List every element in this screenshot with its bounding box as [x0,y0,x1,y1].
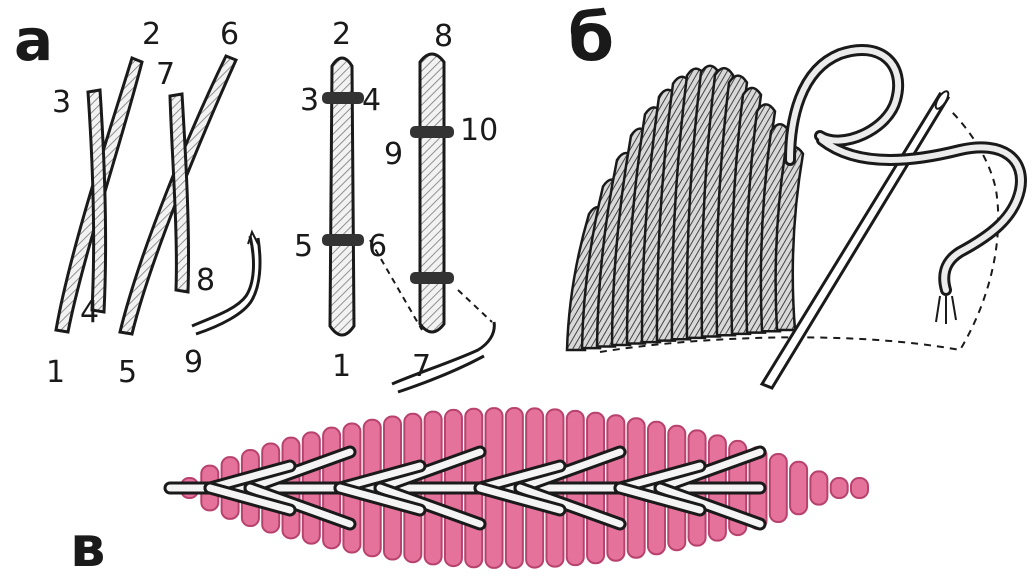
couching-3-4 [322,92,364,104]
num-7: 7 [412,349,431,384]
thread-tail-7 [392,322,494,392]
num-6: 6 [220,17,239,52]
num-5: 5 [118,355,137,390]
diagram-a-couched-stitches [322,54,494,392]
couching-lower [410,272,454,284]
diagram-b-satin-fill [567,50,1021,388]
num-4: 4 [80,295,99,330]
diagram-a-crossed-stitches [56,56,260,334]
num-4: 4 [362,83,381,118]
pink-stitch [831,478,848,498]
num-10: 10 [460,113,498,148]
num-3: 3 [52,85,71,120]
diagram-a-right-numbers: 1 2 3 4 5 6 7 8 9 10 [294,17,498,384]
satin-stitches [567,66,803,350]
pink-stitch [851,478,868,498]
diagram-a-left-numbers: 1 2 3 4 5 6 7 8 9 [46,17,239,390]
couching-5-6 [322,234,364,246]
num-1: 1 [46,355,65,390]
num-6: 6 [368,229,387,264]
num-8: 8 [434,19,453,54]
num-2: 2 [332,17,351,52]
num-9: 9 [384,137,403,172]
panel-label-b: б [568,0,614,76]
thread-end [936,296,956,324]
num-3: 3 [300,83,319,118]
num-2: 2 [142,17,161,52]
panel-label-a: а [14,6,53,74]
couching-9-10 [410,126,454,138]
num-7: 7 [156,57,175,92]
num-8: 8 [196,263,215,298]
vertical-stitch-7-8 [420,54,444,332]
num-1: 1 [332,349,351,384]
pink-stitch [790,462,807,514]
num-9: 9 [184,345,203,380]
diagram-c-leaf-fill [170,408,868,568]
num-5: 5 [294,229,313,264]
pink-stitch [810,471,827,504]
pink-stitch [770,454,787,522]
panel-label-c: в [70,515,105,575]
